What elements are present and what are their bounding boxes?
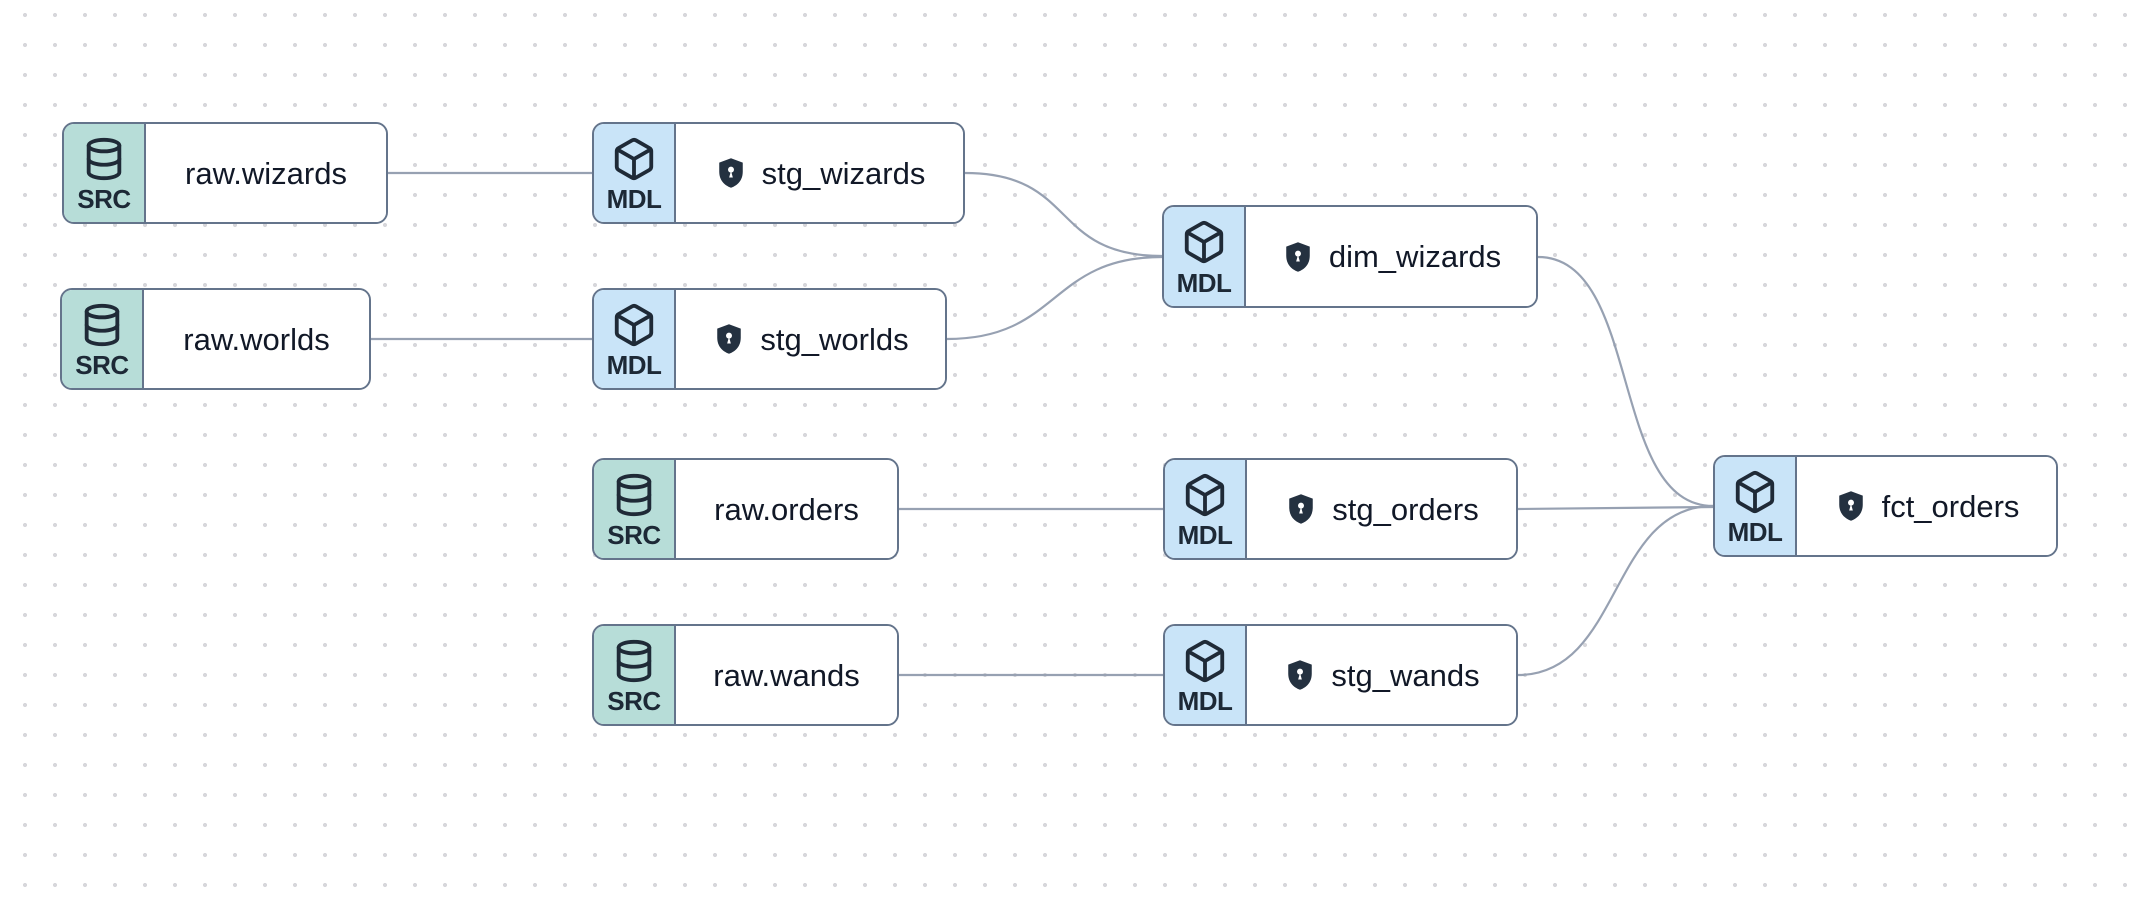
node-label: raw.orders xyxy=(714,491,859,527)
node-type-label: MDL xyxy=(606,350,662,380)
edge-stg-worlds-to-dim-wizards xyxy=(946,255,1163,341)
node-fct-orders[interactable]: MDL fct_orders xyxy=(1713,455,2058,557)
node-label: stg_worlds xyxy=(760,321,909,357)
node-label: raw.wizards xyxy=(185,155,347,191)
cube-icon xyxy=(1181,219,1227,265)
shield-lock-icon xyxy=(1834,489,1868,523)
node-body: stg_wizards xyxy=(676,124,963,222)
node-label: raw.wands xyxy=(713,657,860,693)
node-body: dim_wizards xyxy=(1246,207,1536,306)
node-type-badge: MDL xyxy=(594,124,676,222)
node-body: raw.worlds xyxy=(144,290,369,388)
cube-icon xyxy=(1182,472,1228,518)
node-type-badge: SRC xyxy=(594,460,676,558)
node-type-badge: MDL xyxy=(1165,626,1247,724)
node-raw-orders[interactable]: SRC raw.orders xyxy=(592,458,899,560)
edge-dim-wizards-to-fct-orders xyxy=(1537,255,1714,508)
node-label: dim_wizards xyxy=(1328,239,1502,274)
node-stg-wands[interactable]: MDL stg_wands xyxy=(1163,624,1518,726)
node-type-label: MDL xyxy=(606,184,662,214)
node-stg-orders[interactable]: MDL stg_orders xyxy=(1163,458,1518,560)
node-type-label: MDL xyxy=(1177,686,1233,716)
node-body: stg_worlds xyxy=(676,290,945,388)
edge-stg-orders-to-fct-orders xyxy=(1517,505,1714,511)
node-type-badge: MDL xyxy=(594,290,676,388)
node-type-badge: SRC xyxy=(594,626,676,724)
node-stg-wizards[interactable]: MDL stg_wizards xyxy=(592,122,965,224)
node-raw-worlds[interactable]: SRC raw.worlds xyxy=(60,288,371,390)
node-type-label: MDL xyxy=(1727,517,1783,547)
edge-stg-wands-to-fct-orders xyxy=(1517,504,1714,677)
node-body: stg_orders xyxy=(1247,460,1516,558)
node-label: raw.worlds xyxy=(183,321,330,357)
edge-stg-wizards-to-dim-wizards xyxy=(964,171,1163,258)
node-type-label: SRC xyxy=(77,184,131,214)
database-icon xyxy=(81,136,127,182)
shield-lock-icon xyxy=(1281,240,1315,274)
node-label: fct_orders xyxy=(1881,488,2020,524)
database-icon xyxy=(79,302,125,348)
node-type-badge: MDL xyxy=(1715,457,1797,555)
node-type-badge: SRC xyxy=(64,124,146,222)
database-icon xyxy=(611,638,657,684)
node-type-label: SRC xyxy=(607,520,661,550)
node-type-label: MDL xyxy=(1177,520,1233,550)
node-body: raw.wands xyxy=(676,626,897,724)
node-type-label: SRC xyxy=(607,686,661,716)
cube-icon xyxy=(611,302,657,348)
shield-lock-icon xyxy=(712,322,746,356)
node-body: raw.orders xyxy=(676,460,897,558)
node-label: stg_wizards xyxy=(761,155,926,191)
node-type-label: SRC xyxy=(75,350,129,380)
shield-lock-icon xyxy=(1284,492,1318,526)
node-dim-wizards[interactable]: MDL dim_wizards xyxy=(1162,205,1538,308)
node-label: stg_orders xyxy=(1332,491,1479,527)
node-type-badge: SRC xyxy=(62,290,144,388)
node-type-label: MDL xyxy=(1176,268,1232,298)
node-stg-worlds[interactable]: MDL stg_worlds xyxy=(592,288,947,390)
node-raw-wizards[interactable]: SRC raw.wizards xyxy=(62,122,388,224)
node-type-badge: MDL xyxy=(1164,207,1246,306)
node-body: fct_orders xyxy=(1797,457,2056,555)
node-body: stg_wands xyxy=(1247,626,1516,724)
cube-icon xyxy=(611,136,657,182)
shield-lock-icon xyxy=(1283,658,1317,692)
shield-lock-icon xyxy=(714,156,748,190)
node-label: stg_wands xyxy=(1331,657,1480,693)
cube-icon xyxy=(1732,469,1778,515)
database-icon xyxy=(611,472,657,518)
cube-icon xyxy=(1182,638,1228,684)
node-type-badge: MDL xyxy=(1165,460,1247,558)
node-raw-wands[interactable]: SRC raw.wands xyxy=(592,624,899,726)
node-body: raw.wizards xyxy=(146,124,386,222)
